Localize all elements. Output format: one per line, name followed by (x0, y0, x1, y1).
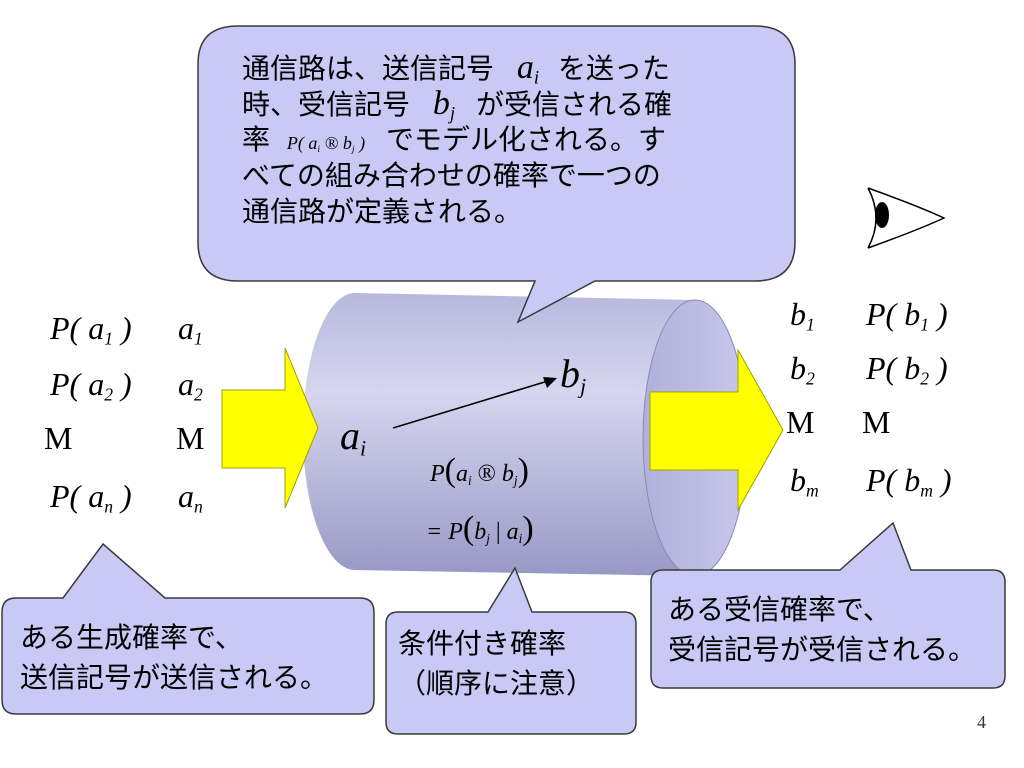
channel-transition-formula: P(ai ® bj) (430, 452, 529, 489)
receiver-symbol-2: b2 (790, 350, 815, 389)
receiver-prob-m: P( bm ) (866, 462, 952, 501)
receiver-ellipsis-symbol: M (786, 404, 815, 440)
main-callout-ai: ai (516, 49, 540, 89)
receiver-ellipsis-prob: M (862, 404, 891, 440)
left-callout-bubble (1, 542, 375, 715)
source-ellipsis-symbol: M (176, 420, 205, 456)
main-callout-line2-post: が受信される確 (476, 88, 673, 121)
source-symbol-2: a2 (178, 366, 203, 405)
receiver-prob-1: P( b1 ) (866, 296, 948, 335)
transition-arrow (392, 377, 557, 429)
source-symbol-n: an (178, 478, 203, 517)
main-callout-line2-pre: 時、受信記号 (242, 88, 411, 121)
right-callout-line1: ある受信確率で、 (668, 593, 891, 626)
main-callout-bubble (197, 25, 796, 324)
left-callout-text: ある生成確率で、 送信記号が送信される。 (20, 618, 328, 698)
middle-callout-line1: 条件付き確率 (398, 627, 567, 660)
source-prob-2: P( a2 ) (50, 366, 132, 405)
receiver-symbol-1: b1 (790, 296, 815, 335)
left-callout-line1: ある生成確率で、 (20, 621, 243, 654)
main-callout-line3-post: でモデル化される。す (386, 123, 667, 156)
right-callout-bubble (650, 521, 1006, 689)
receiver-prob-2: P( b2 ) (866, 350, 948, 389)
source-ellipsis-prob: M (44, 420, 73, 456)
receiver-symbol-m: bm (790, 462, 819, 501)
source-symbol-1: a1 (178, 310, 203, 349)
middle-callout-text: 条件付き確率 （順序に注意） (398, 624, 594, 704)
channel-conditional-formula: = P(bj | ai) (426, 510, 534, 547)
main-callout-line1-post: を送った (558, 52, 671, 85)
right-callout-line2: 受信記号が受信される。 (668, 633, 977, 666)
left-callout-line2: 送信記号が送信される。 (20, 661, 329, 694)
output-arrow (649, 348, 784, 512)
middle-callout-bubble (385, 566, 637, 735)
channel-output-symbol: bj (560, 351, 587, 399)
main-callout-line1-pre: 通信路は、送信記号 (242, 52, 495, 85)
main-callout-line3-pre: 率 (242, 123, 271, 156)
main-callout-formula: P( ai ® bj ) (286, 133, 366, 155)
main-callout-bj: bj (432, 85, 456, 125)
channel-input-symbol: ai (340, 413, 367, 461)
eye-icon (867, 187, 946, 249)
right-callout-text: ある受信確率で、 受信記号が受信される。 (668, 590, 976, 670)
main-callout-line5: 通信路が定義される。 (242, 195, 523, 228)
input-arrow (221, 347, 319, 509)
source-prob-1: P( a1 ) (50, 310, 132, 349)
main-callout-text: 通信路は、送信記号 ai を送った 時、受信記号 bj が受信される確 率 P(… (242, 50, 782, 230)
source-prob-n: P( an ) (50, 478, 132, 517)
main-callout-line4: べての組み合わせの確率で一つの (242, 159, 661, 192)
middle-callout-line2: （順序に注意） (398, 667, 595, 700)
page-number: 4 (977, 712, 986, 732)
